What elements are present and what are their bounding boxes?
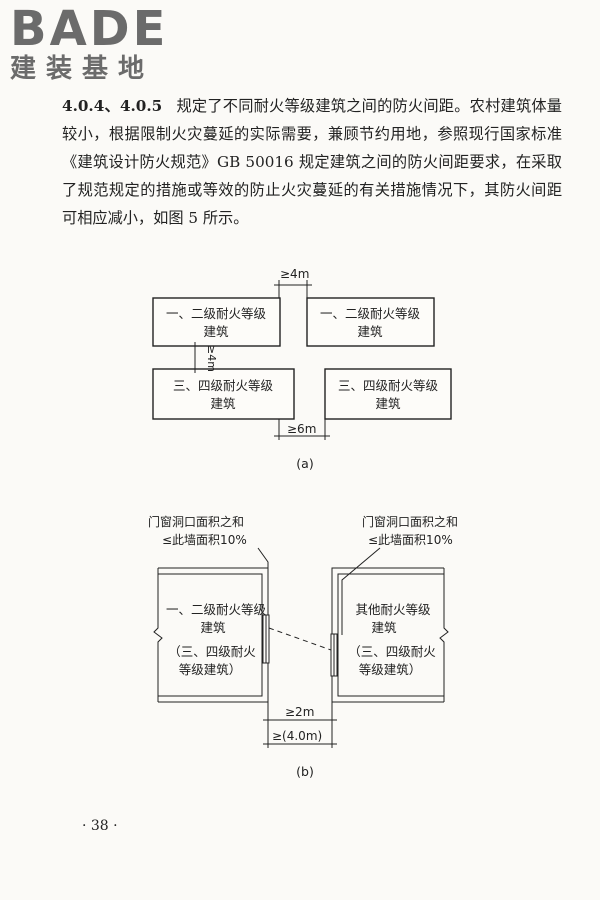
left-break-mark	[153, 568, 163, 702]
box-bottom-right-line2: 建筑	[375, 396, 401, 411]
logo-main-text: BADE	[10, 1, 169, 57]
box-bottom-right	[324, 368, 452, 420]
box-bottom-right-line1: 三、四级耐火等级	[338, 378, 439, 393]
box-top-right-line2: 建筑	[357, 324, 383, 339]
left-building-line2: 建筑	[200, 620, 226, 635]
box-top-left-line1: 一、二级耐火等级	[166, 306, 267, 321]
caption-a: (a)	[296, 456, 313, 471]
window-connector-dashed	[268, 627, 332, 651]
left-building-line3: （三、四级耐火	[168, 644, 256, 659]
right-building-line3: （三、四级耐火	[348, 644, 436, 659]
right-break-mark	[439, 568, 449, 702]
caption-b: (b)	[296, 764, 314, 779]
left-building-outer	[158, 567, 269, 703]
left-building-inner	[158, 573, 263, 697]
dim-bottom-label: ≥6m	[287, 422, 316, 436]
box-bottom-left-line2: 建筑	[210, 396, 236, 411]
box-top-right-line1: 一、二级耐火等级	[320, 306, 421, 321]
dim2-label: ≥(4.0m)	[272, 729, 322, 743]
figure-b: 门窗洞口面积之和 ≤此墙面积10% 门窗洞口面积之和 ≤此墙面积10% 一、二级…	[148, 514, 458, 779]
right-building-outer	[331, 567, 444, 703]
logo-sub-text: 建装基地	[10, 54, 155, 84]
clause-number: 4.0.4、4.0.5	[62, 97, 163, 115]
figure-a: ≥4m 一、二级耐火等级 建筑 一、二级耐火等级 建筑 三、四级耐火等级 建筑 …	[152, 267, 452, 471]
box-bottom-left-line1: 三、四级耐火等级	[173, 378, 274, 393]
page-number: · 38 ·	[82, 818, 118, 834]
box-top-left	[152, 297, 281, 347]
paragraph-text: 规定了不同耐火等级建筑之间的防火间距。农村建筑体量较小，根据限制火灾蔓延的实际需…	[62, 97, 562, 227]
box-top-left-line2: 建筑	[203, 324, 229, 339]
right-building-line4: 等级建筑）	[359, 662, 422, 677]
left-building-line1: 一、二级耐火等级	[166, 602, 267, 617]
note-right-line1: 门窗洞口面积之和	[362, 514, 458, 529]
right-building-line1: 其他耐火等级	[355, 602, 431, 617]
right-building-inner	[337, 573, 444, 697]
box-bottom-left-rect	[152, 368, 295, 420]
right-building-line2: 建筑	[371, 620, 397, 635]
leader-right	[341, 547, 381, 635]
left-building-line4: 等级建筑）	[179, 662, 242, 677]
dim-top-label: ≥4m	[280, 267, 309, 281]
note-right-line2: ≤此墙面积10%	[368, 533, 453, 547]
note-left-line1: 门窗洞口面积之和	[148, 514, 244, 529]
box-top-right	[306, 297, 435, 347]
leader-left	[257, 547, 269, 610]
logo: BADE 建装基地	[10, 4, 180, 84]
dim1-label: ≥2m	[285, 705, 314, 719]
dim-vertical-label: ≥4m	[205, 345, 218, 372]
note-left-line2: ≤此墙面积10%	[162, 533, 247, 547]
